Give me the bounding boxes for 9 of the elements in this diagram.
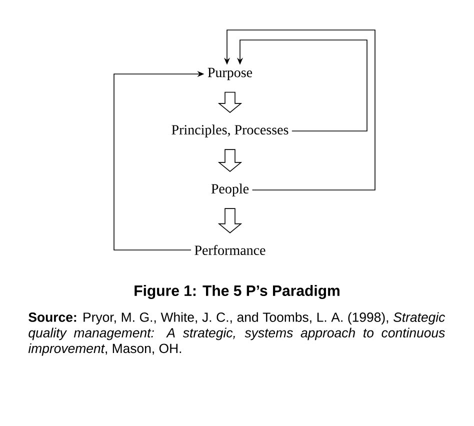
figure-caption: Figure 1: The 5 P’s Paradigm <box>134 284 340 300</box>
node-label: People <box>211 184 249 196</box>
source-note: Source: Pryor, M. G., White, J. C., and Toombs, L. A. (1998), Strategic quality management: A strategic, systems approach to continuous improvement, Mason, OH. <box>28 312 446 356</box>
block-arrow <box>218 208 242 234</box>
block-arrow <box>218 92 242 113</box>
block-arrow <box>218 149 242 172</box>
node-label: Principles, Processes <box>172 124 288 138</box>
node-label: Performance <box>194 245 266 255</box>
node-label: Purpose <box>208 68 252 80</box>
